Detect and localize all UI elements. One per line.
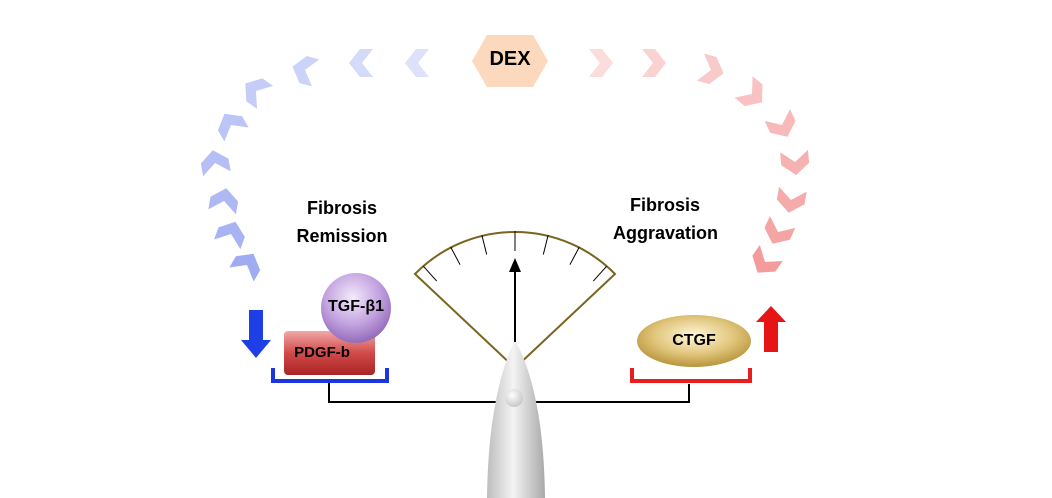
- remission-chevron-arc: [200, 49, 429, 282]
- gauge-tick: [422, 265, 438, 282]
- balance-pillar: [487, 342, 545, 498]
- chevron-right: [780, 149, 810, 175]
- chevron-left: [200, 150, 231, 177]
- chevron-right: [589, 49, 613, 77]
- gauge-ticks: [422, 231, 608, 282]
- aggravation-bracket: [630, 368, 752, 383]
- chevron-right: [776, 186, 807, 213]
- decrease-arrow-icon: [241, 310, 271, 358]
- chevron-right: [752, 244, 783, 273]
- remission-bracket: [271, 368, 389, 383]
- remission-title-line1: Fibrosis: [306, 198, 377, 218]
- chevron-right: [734, 76, 763, 107]
- chevron-left: [229, 253, 261, 282]
- gauge-tick: [542, 234, 549, 255]
- ctgf-node: [637, 315, 751, 367]
- chevron-left: [217, 113, 249, 142]
- increase-arrow-icon: [756, 306, 786, 352]
- chevron-left: [292, 55, 320, 87]
- remission-title-line2: Remission: [296, 226, 388, 246]
- chevron-left: [208, 188, 239, 215]
- chevron-right: [764, 109, 796, 137]
- chevron-right: [696, 53, 724, 85]
- tgf-beta1-label: TGF-β1: [328, 298, 384, 315]
- chevron-right: [764, 216, 796, 244]
- tgf-beta1-node: [321, 273, 391, 343]
- chevron-left: [405, 49, 429, 77]
- aggravation-title-line2: Aggravation: [613, 223, 719, 243]
- pdgf-b-label: PDGF-b: [294, 344, 350, 361]
- gauge-tick: [481, 234, 488, 255]
- gauge-tick: [569, 246, 580, 265]
- ctgf-label: CTGF: [672, 332, 716, 349]
- aggravation-chevron-arc: [589, 49, 810, 273]
- aggravation-title-line1: Fibrosis: [629, 195, 700, 215]
- gauge-needle-head: [509, 258, 521, 272]
- chevron-left: [349, 49, 373, 77]
- gauge-tick: [592, 265, 608, 282]
- chevron-left: [214, 221, 245, 250]
- chevron-left: [245, 78, 274, 109]
- dex-label: DEX: [489, 48, 531, 70]
- gauge-tick: [450, 246, 461, 265]
- dex-hexagon: [472, 35, 548, 87]
- chevron-right: [642, 49, 666, 77]
- balance-pivot: [505, 389, 523, 407]
